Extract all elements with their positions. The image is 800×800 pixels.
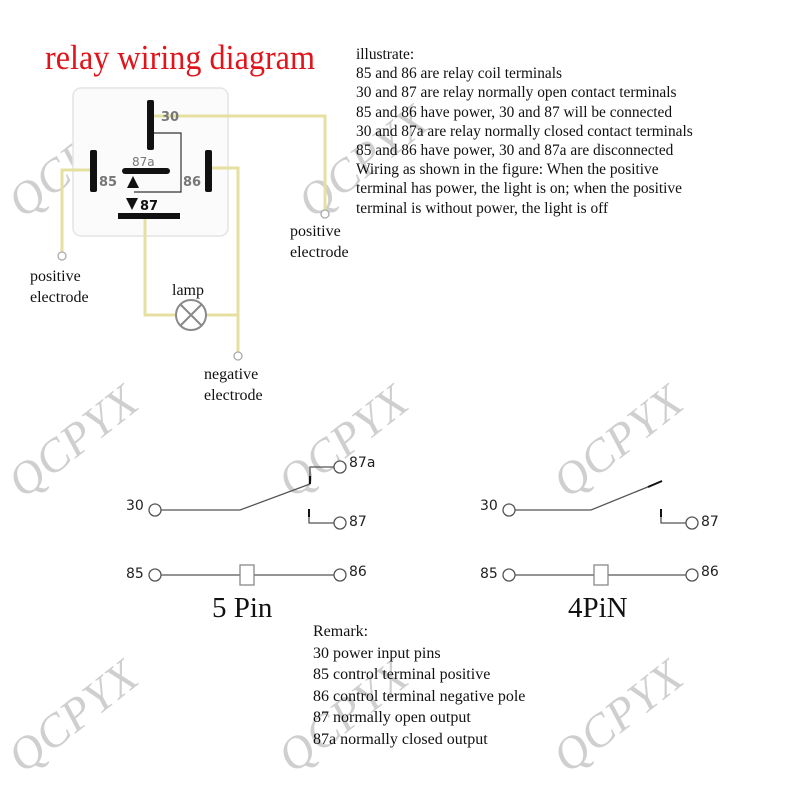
terminal-30 xyxy=(502,503,516,517)
remark-line: 30 power input pins xyxy=(313,644,441,662)
diagram-title: relay wiring diagram xyxy=(45,38,316,77)
terminal-negative xyxy=(233,351,243,361)
positive-electrode-right-label: positive electrode xyxy=(290,223,349,261)
illustrate-line: 30 and 87 are relay normally open contac… xyxy=(356,84,677,102)
contact-87 xyxy=(660,517,686,524)
terminal-86 xyxy=(685,568,699,582)
relay-housing xyxy=(72,87,229,237)
illustrate-line: Wiring as shown in the figure: When the … xyxy=(356,161,659,179)
remark-line: 85 control terminal positive xyxy=(313,666,491,684)
arrow-down-87 xyxy=(126,198,138,210)
schem4-label-86: 86 xyxy=(701,564,719,580)
terminal-87 xyxy=(333,516,347,530)
relay-pin-label-86: 86 xyxy=(183,175,201,190)
terminal-30 xyxy=(148,503,162,517)
wire-86-negative xyxy=(212,166,240,352)
coil-icon xyxy=(593,564,609,586)
blade-30 xyxy=(147,100,154,150)
schem4-label-87: 87 xyxy=(701,514,719,530)
blade-85 xyxy=(90,150,97,192)
illustrate-line: terminal has power, the light is on; whe… xyxy=(356,180,682,198)
schem4-label-85: 85 xyxy=(480,566,498,582)
schem5-label-87: 87 xyxy=(349,514,367,530)
schem5-label-86: 86 xyxy=(349,564,367,580)
blade-87a xyxy=(122,168,170,174)
terminal-85 xyxy=(148,568,162,582)
blade-86 xyxy=(205,150,212,192)
relay-pin-label-85: 85 xyxy=(99,175,117,190)
illustrate-line: terminal is without power, the light is … xyxy=(356,199,609,217)
terminal-87a xyxy=(333,460,347,474)
relay-schematics: 30 87a 87 85 86 30 87 85 86 xyxy=(126,455,719,586)
lamp-icon xyxy=(175,299,207,331)
four-pin-title: 4PiN xyxy=(568,592,628,624)
contact-87a xyxy=(309,466,334,476)
terminal-85 xyxy=(502,568,516,582)
arrow-up-87a xyxy=(127,176,139,188)
remark-heading: Remark: xyxy=(313,623,369,640)
schematic-4-pin xyxy=(502,480,699,586)
illustrate-line: 30 and 87a are relay normally closed con… xyxy=(356,122,693,140)
schem5-label-85: 85 xyxy=(126,566,144,582)
terminal-87 xyxy=(685,516,699,530)
wire-85-positive xyxy=(60,168,92,252)
positive-electrode-left-label: positive electrode xyxy=(30,268,89,306)
switch-arm xyxy=(161,483,311,511)
schem5-label-30: 30 xyxy=(126,498,144,514)
contact-87 xyxy=(308,517,334,524)
watermark: QCPYX xyxy=(0,649,149,783)
illustrate-block: illustrate: 85 and 86 are relay coil ter… xyxy=(356,45,693,218)
wires xyxy=(60,114,327,352)
negative-electrode-label: negative electrode xyxy=(204,366,263,404)
illustrate-line: 85 and 86 are relay coil terminals xyxy=(356,65,562,83)
blade-87 xyxy=(118,213,180,219)
relay-pin-label-87a: 87a xyxy=(132,155,155,169)
wire-30-positive xyxy=(153,114,327,210)
remark-block: Remark: 30 power input pins 85 control t… xyxy=(313,621,525,751)
five-pin-title: 5 Pin xyxy=(212,592,273,624)
coil-icon xyxy=(239,564,255,586)
schem5-label-87a: 87a xyxy=(349,455,375,471)
illustrate-heading: illustrate: xyxy=(356,46,415,63)
remark-line: 86 control terminal negative pole xyxy=(313,687,526,705)
illustrate-line: 85 and 86 have power, 30 and 87 will be … xyxy=(356,103,673,121)
schem4-label-30: 30 xyxy=(480,498,498,514)
relay-wiring-diagram: 30 87a 85 86 87 xyxy=(57,87,330,361)
remark-line: 87a normally closed output xyxy=(313,730,488,748)
lamp-label: lamp xyxy=(172,282,204,299)
watermark: QCPYX xyxy=(542,649,694,783)
terminal-positive-left xyxy=(57,251,67,261)
relay-pin-label-87: 87 xyxy=(140,199,158,214)
remark-line: 87 normally open output xyxy=(313,709,471,727)
relay-internal-link xyxy=(134,132,182,193)
illustrate-line: 85 and 86 have power, 30 and 87a are dis… xyxy=(356,141,674,159)
switch-arm xyxy=(515,483,656,511)
schematic-5-pin xyxy=(148,460,347,586)
terminal-positive-right xyxy=(320,209,330,219)
terminal-86 xyxy=(333,568,347,582)
relay-pin-label-30: 30 xyxy=(161,110,179,125)
wire-87-lamp xyxy=(143,215,176,317)
